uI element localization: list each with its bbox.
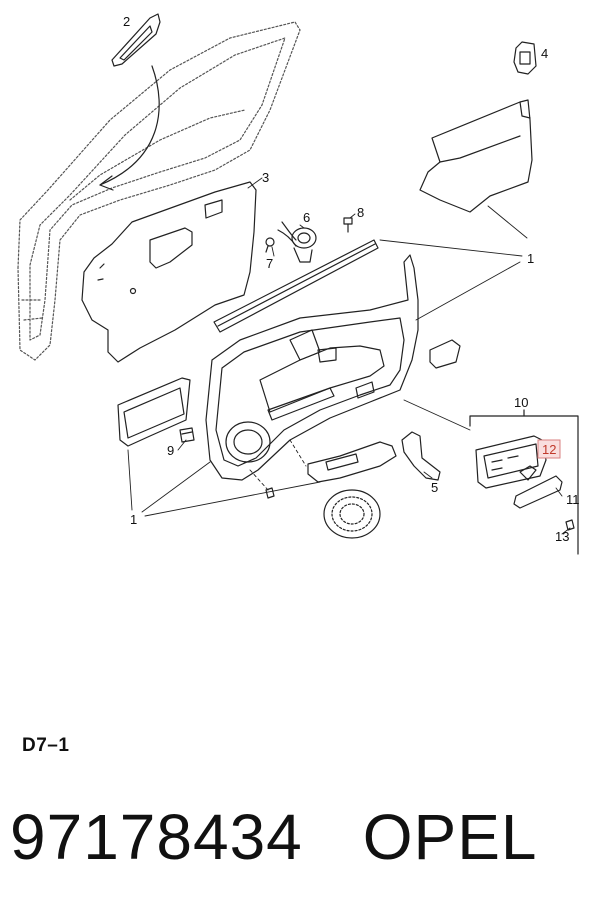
page-reference: D7–1	[22, 735, 70, 756]
part-number: 97178434	[10, 801, 303, 873]
callout-2[interactable]: 2	[123, 14, 130, 29]
callout-1-upper[interactable]: 1	[527, 251, 534, 266]
part-lamp-12	[519, 465, 537, 481]
callout-11[interactable]: 11	[566, 492, 580, 507]
part-switch-9	[179, 427, 195, 443]
callout-8[interactable]: 8	[357, 205, 364, 220]
part-connector	[277, 221, 317, 263]
leader-lines	[127, 177, 571, 535]
callout-1-lower[interactable]: 1	[130, 512, 137, 527]
arrow-2	[99, 65, 160, 186]
callout-3[interactable]: 3	[262, 170, 269, 185]
part-weatherstrip	[213, 239, 379, 333]
door-shell	[17, 21, 301, 361]
part-door-panel	[205, 254, 419, 481]
arrow-2-head	[99, 175, 114, 191]
part-armrest	[307, 441, 397, 483]
part-bolt	[265, 487, 275, 499]
part-screw-13	[565, 519, 575, 531]
part-speaker-grille	[323, 489, 381, 539]
part-switch-panel	[475, 435, 547, 489]
part-small-trim	[429, 339, 461, 369]
callout-9[interactable]: 9	[167, 443, 174, 458]
callout-12[interactable]: 12	[542, 442, 556, 457]
part-screw-7	[265, 237, 275, 253]
parts-diagram: 2 4 3 6 8 7 1 10 12 9 11 5 1 13	[17, 13, 580, 555]
part-number-line: 97178434 OPEL	[10, 800, 538, 874]
part-clip-8	[343, 217, 353, 233]
callout-6[interactable]: 6	[303, 210, 310, 225]
part-trim-cover	[513, 41, 537, 75]
brand-name: OPEL	[362, 801, 538, 873]
part-lens-11	[513, 475, 563, 509]
part-map-pocket	[117, 377, 191, 447]
callout-12-highlight	[537, 439, 561, 459]
part-mirror-trim	[111, 13, 161, 67]
callout-4[interactable]: 4	[541, 46, 548, 61]
part-upper-trim-panel	[419, 99, 533, 213]
callout-5[interactable]: 5	[431, 480, 438, 495]
callout-7[interactable]: 7	[266, 256, 273, 271]
part-handle-5	[401, 431, 441, 481]
callout-13[interactable]: 13	[555, 529, 569, 544]
part-water-deflector	[81, 181, 257, 363]
callout-10[interactable]: 10	[514, 395, 528, 410]
